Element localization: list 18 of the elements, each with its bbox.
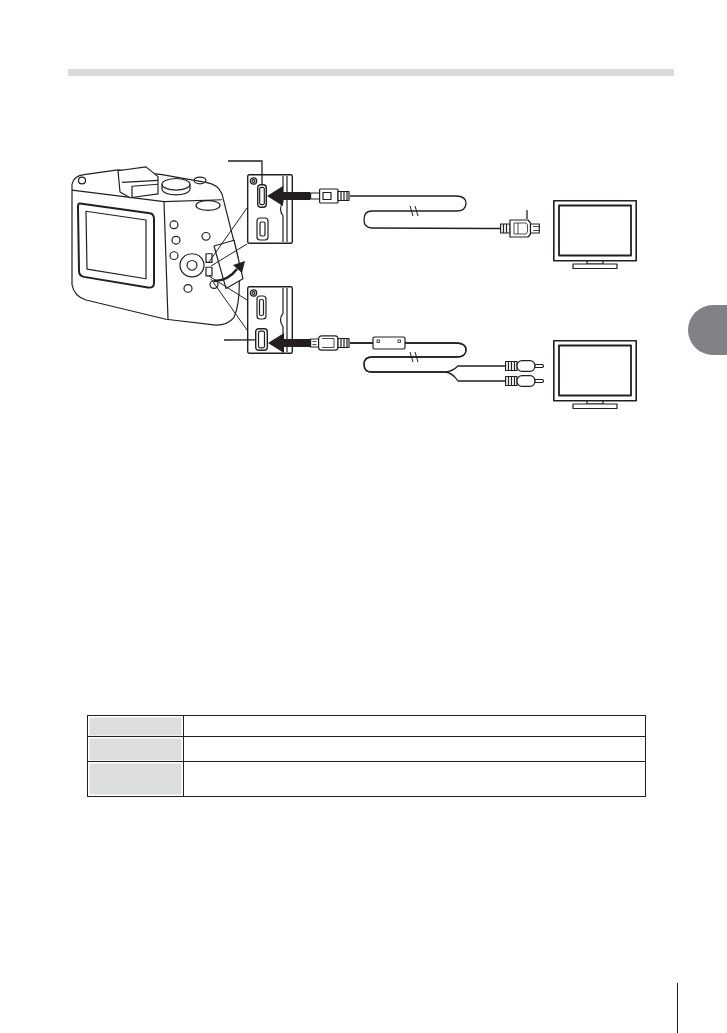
magnifier-line xyxy=(208,207,248,267)
tv-illustration xyxy=(553,200,637,270)
leader-line xyxy=(526,209,528,220)
tv-illustration xyxy=(553,340,637,410)
cable xyxy=(349,195,501,230)
leader-line xyxy=(223,339,256,341)
cable-plug xyxy=(310,188,350,204)
cable xyxy=(349,342,506,382)
cable-plug xyxy=(310,335,350,351)
magnifier-line xyxy=(208,275,248,331)
leader-line xyxy=(227,160,263,185)
port-panel-inset xyxy=(247,174,293,244)
rca-plug xyxy=(505,360,545,372)
port-slot xyxy=(257,184,267,208)
port-slot xyxy=(255,328,268,351)
cable-plug xyxy=(500,219,540,238)
port-panel-inset xyxy=(247,286,293,354)
rca-plug xyxy=(505,375,545,387)
